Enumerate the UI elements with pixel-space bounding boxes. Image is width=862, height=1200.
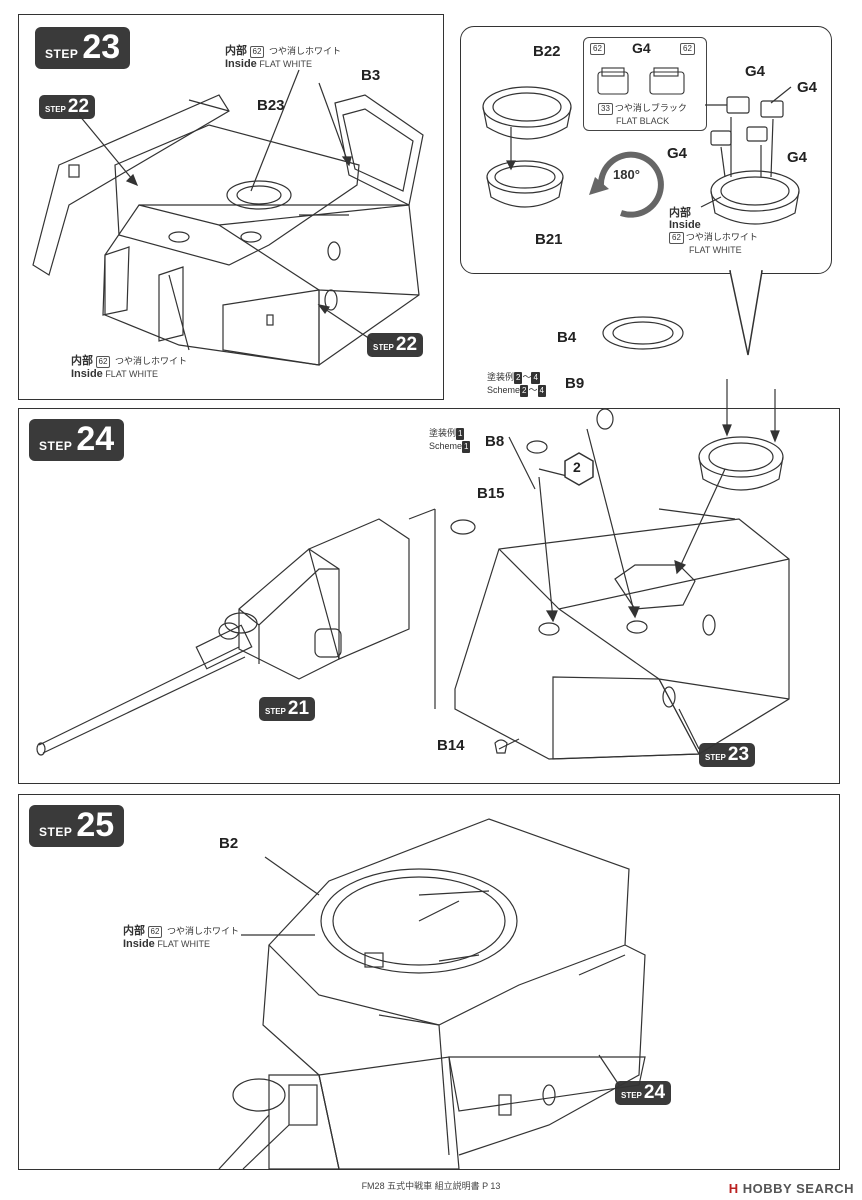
part-label-g4-inset: G4 xyxy=(632,40,651,56)
hobby-search-watermark: H HOBBY SEARCH xyxy=(729,1181,854,1196)
inside-paint-note-bottom: 内部 62 つや消しホワイト Inside FLAT WHITE xyxy=(71,355,187,380)
step23-panel: STEP 23 STEP 22 STEP 22 内部 62 つや消しホワイト I… xyxy=(18,14,444,400)
part-label-g4-e: G4 xyxy=(787,149,808,166)
rotation-label: 180° xyxy=(613,167,640,182)
turret-top-assembly-drawing xyxy=(32,69,424,366)
part-label-g4-b: G4 xyxy=(745,63,766,80)
step24-badge: STEP 24 xyxy=(29,419,125,461)
part-label-b14: B14 xyxy=(437,737,465,754)
step23-badge: STEP 23 xyxy=(35,27,131,69)
step-number: 23 xyxy=(82,28,121,66)
step25-panel: STEP 25 STEP 24 B2 内部 62 つや消しホワイト Inside… xyxy=(18,794,840,1170)
page-footer: FM28 五式中戦車 組立説明書 P 13 xyxy=(361,1181,501,1191)
step25-badge: STEP 25 xyxy=(29,805,125,847)
step21-ref-badge: STEP 21 xyxy=(259,697,316,721)
hex-marker-number: 2 xyxy=(573,459,581,475)
step22-ref-badge-2: STEP 22 xyxy=(367,333,424,357)
part-label-b8: B8 xyxy=(485,433,505,450)
inside-paint-note-step25: 内部 62 つや消しホワイト Inside FLAT WHITE xyxy=(123,925,239,950)
step22-ref-badge: STEP 22 xyxy=(39,95,96,119)
part-label-g4-d: G4 xyxy=(667,145,688,162)
part-label-b21: B21 xyxy=(535,231,563,248)
gun-and-turret-drawing xyxy=(36,316,790,760)
part-label-g4-c: G4 xyxy=(797,79,818,96)
part-label-b22: B22 xyxy=(533,43,561,60)
part-label-b23: B23 xyxy=(257,97,285,114)
part-label-b9: B9 xyxy=(565,375,585,392)
paint-code-right: 62 xyxy=(680,43,695,55)
g4-parts-drawing xyxy=(597,67,685,95)
part-label-b15: B15 xyxy=(477,485,505,502)
part-label-b2: B2 xyxy=(219,835,239,852)
part-label-b4: B4 xyxy=(557,329,577,346)
watermark-text: HOBBY SEARCH xyxy=(742,1181,854,1196)
step-word: STEP xyxy=(45,47,79,61)
watermark-mark: H xyxy=(728,1181,739,1196)
step23-ref-badge: STEP 23 xyxy=(699,743,756,767)
assembled-turret-drawing xyxy=(218,818,646,1169)
step-number: 24 xyxy=(76,420,115,458)
step24-ref-badge: STEP 24 xyxy=(615,1081,672,1105)
step-number: 25 xyxy=(76,806,115,844)
part-label-b3: B3 xyxy=(361,67,381,84)
paint-code-left: 62 xyxy=(590,43,605,55)
ring-assembly-drawing xyxy=(482,86,800,225)
inside-paint-note: 内部 62 つや消しホワイト Inside FLAT WHITE xyxy=(225,45,341,70)
